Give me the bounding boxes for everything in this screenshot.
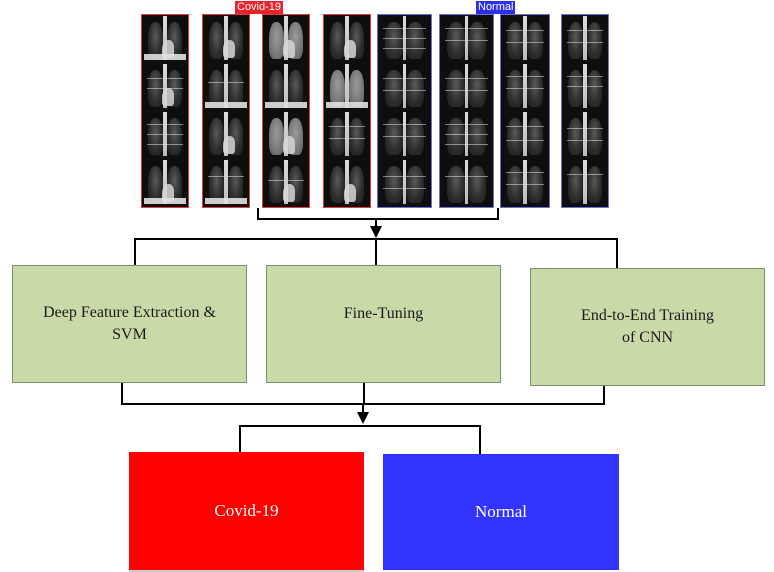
xray-image xyxy=(442,112,491,156)
xray-image xyxy=(144,112,186,156)
xray-image xyxy=(265,112,307,156)
output-box-normal: Normal xyxy=(383,454,619,570)
xray-image xyxy=(503,160,547,204)
xray-image xyxy=(380,64,429,108)
xray-image xyxy=(564,160,606,204)
xray-image xyxy=(205,64,247,108)
covid-xray-column-1 xyxy=(141,14,189,208)
xray-image xyxy=(205,112,247,156)
xray-image xyxy=(265,64,307,108)
xray-image xyxy=(380,160,429,204)
xray-image xyxy=(205,16,247,60)
xray-image xyxy=(265,160,307,204)
normal-xray-column-4 xyxy=(561,14,609,208)
xray-image xyxy=(503,16,547,60)
xray-image xyxy=(442,160,491,204)
method-label: Fine-Tuning xyxy=(343,305,424,322)
covid-xray-column-3 xyxy=(262,14,310,208)
output-label: Normal xyxy=(475,502,527,521)
method-box-fine-tuning: Fine-Tuning xyxy=(266,265,501,383)
xray-image xyxy=(265,16,307,60)
xray-image xyxy=(442,16,491,60)
method-box-deep-feature-extraction-svm: Deep Feature Extraction & SVM xyxy=(12,265,247,383)
xray-image xyxy=(144,16,186,60)
xray-image xyxy=(380,112,429,156)
covid-tag-label: Covid-19 xyxy=(235,1,284,14)
covid-xray-column-2 xyxy=(202,14,250,208)
normal-tag-label: Normal xyxy=(476,1,516,14)
normal-xray-column-1 xyxy=(377,14,432,208)
xray-image xyxy=(326,64,368,108)
xray-image xyxy=(564,112,606,156)
output-box-covid-19: Covid-19 xyxy=(129,452,364,572)
output-label: Covid-19 xyxy=(214,501,279,520)
method-box-end-to-end-training: End-to-End Training of CNN xyxy=(530,268,765,386)
xray-image xyxy=(380,16,429,60)
xray-image xyxy=(326,112,368,156)
normal-xray-column-3 xyxy=(500,14,550,208)
xray-image xyxy=(326,160,368,204)
xray-image xyxy=(503,64,547,108)
method-label: Deep Feature Extraction & SVM xyxy=(43,304,216,343)
normal-xray-column-2 xyxy=(439,14,494,208)
down-arrow-icon xyxy=(357,412,369,424)
method-label: End-to-End Training of CNN xyxy=(581,307,714,346)
xray-image xyxy=(503,112,547,156)
xray-image xyxy=(442,64,491,108)
covid-xray-column-4 xyxy=(323,14,371,208)
xray-image xyxy=(326,16,368,60)
xray-image xyxy=(144,160,186,204)
down-arrow-icon xyxy=(370,226,382,238)
xray-image xyxy=(564,16,606,60)
xray-image xyxy=(564,64,606,108)
xray-image xyxy=(205,160,247,204)
xray-image xyxy=(144,64,186,108)
